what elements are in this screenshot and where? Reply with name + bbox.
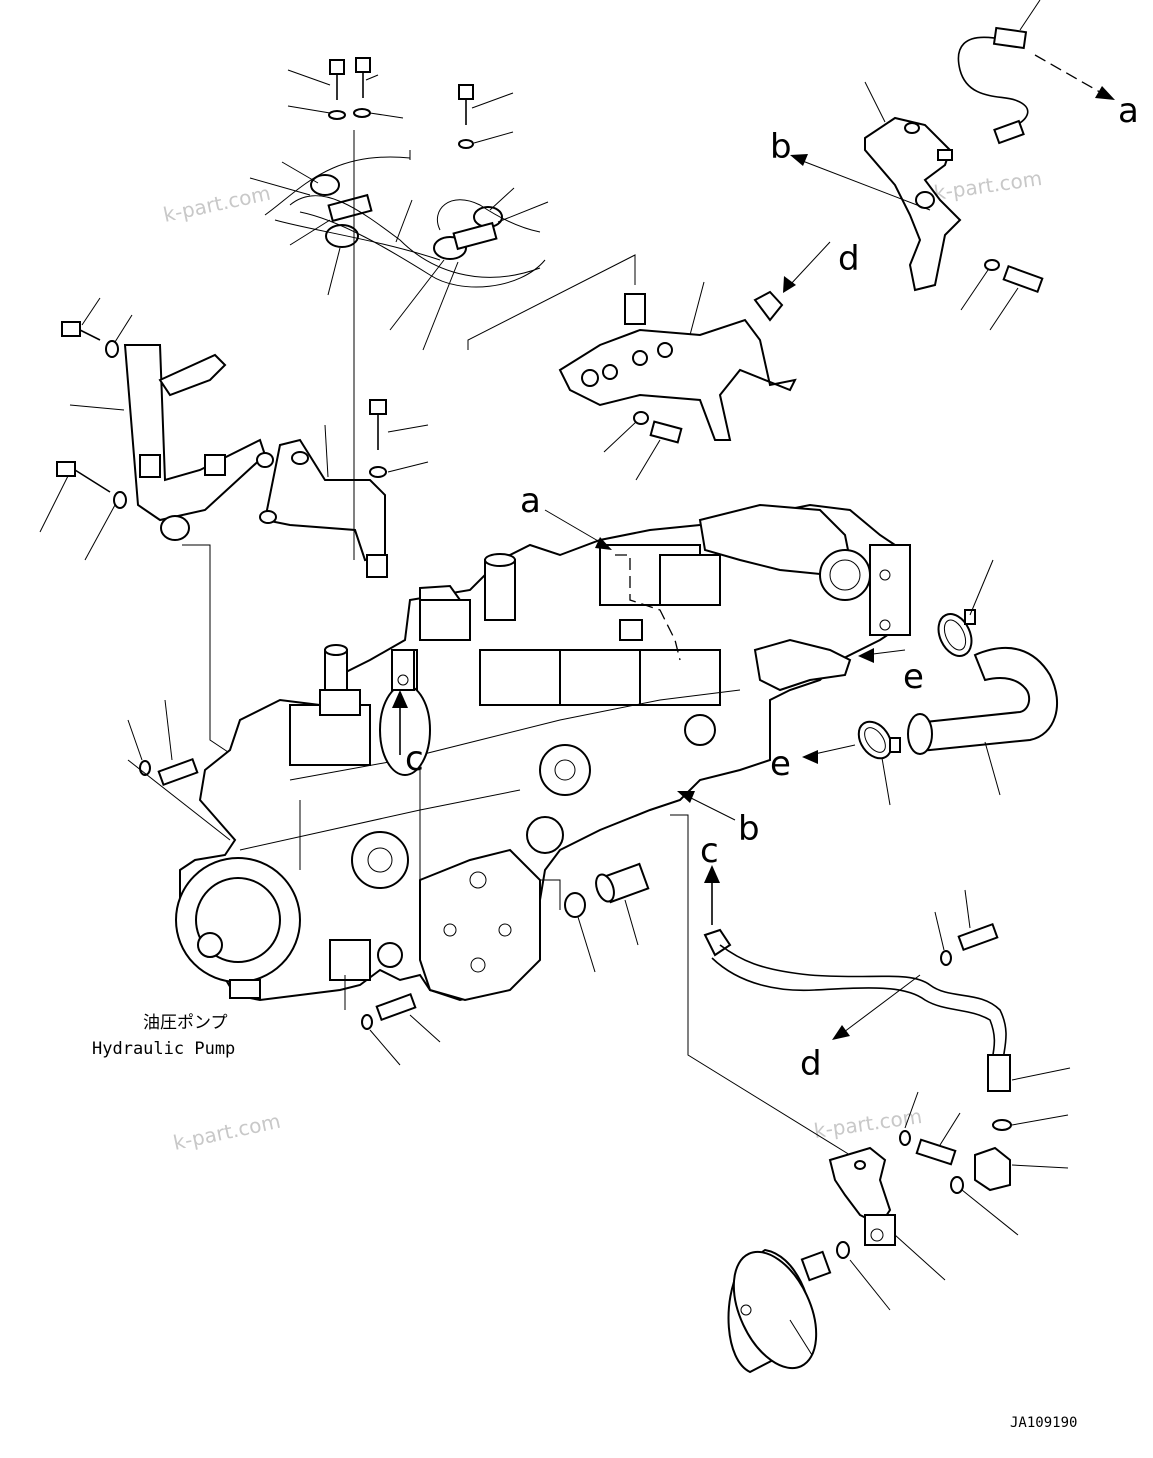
sensor-bracket-assembly — [864, 0, 1044, 331]
lower-bolts — [127, 699, 441, 1066]
callout-a-mid: a — [520, 481, 541, 521]
arrowhead-b-mid — [677, 791, 695, 803]
arrowhead-a-mid — [595, 537, 612, 550]
guide-arrow-d-lower — [839, 974, 921, 1036]
hose-clamp-bolt — [934, 889, 999, 966]
guide-line-harness — [467, 254, 636, 350]
callout-c-mid: c — [405, 739, 424, 779]
guide-arrow-a-mid — [544, 509, 606, 546]
suction-hose-assembly — [857, 559, 1059, 806]
arrowhead-e-mid — [802, 750, 818, 764]
left-mounting-bracket — [39, 297, 274, 561]
drawing-code: JA109190 — [1010, 1415, 1077, 1431]
arrowhead-e-right — [858, 648, 874, 663]
guide-line-left-bracket — [182, 544, 241, 761]
pressure-sensor-part — [540, 862, 650, 973]
guide-arrow-d-top — [789, 241, 831, 286]
callout-d-top: d — [838, 239, 860, 279]
arrowhead-a-top — [1095, 86, 1115, 100]
guide-arrow-b-mid — [684, 794, 736, 821]
watermark-top-left: k-part.com — [161, 181, 273, 227]
callout-a-top: a — [1118, 91, 1139, 131]
center-upper-bracket — [259, 399, 429, 578]
hydraulic-pump-body — [175, 503, 911, 1002]
callout-b-top: b — [770, 127, 792, 167]
guide-arrow-b-top — [799, 159, 931, 211]
callout-b-mid: b — [738, 809, 760, 849]
guide-line-accumulator — [670, 814, 851, 1156]
guide-arrow-a-top — [1034, 54, 1106, 96]
arrowhead-d-lower — [832, 1025, 850, 1040]
caption-japanese: 油圧ポンプ — [143, 1013, 228, 1033]
watermark-bottom-left: k-part.com — [171, 1109, 283, 1155]
callout-e-mid: e — [770, 744, 791, 784]
arrowhead-b-top — [790, 154, 808, 166]
valve-mounting-bracket — [558, 281, 797, 481]
callout-e-right: e — [903, 657, 924, 697]
pressure-hose-assembly — [703, 928, 1071, 1092]
caption-english: Hydraulic Pump — [92, 1039, 235, 1059]
arrowhead-c-lower — [704, 865, 720, 883]
arrowhead-d-top — [783, 276, 796, 293]
watermark-top-right: k-part.com — [932, 166, 1043, 205]
harness-clamp-assembly — [249, 57, 549, 351]
callout-d-lower: d — [800, 1044, 822, 1084]
callout-c-lower: c — [700, 831, 719, 871]
accumulator-assembly — [727, 1091, 1069, 1374]
harness-route-dashed — [615, 554, 681, 661]
arrowhead-c-mid — [392, 690, 408, 708]
